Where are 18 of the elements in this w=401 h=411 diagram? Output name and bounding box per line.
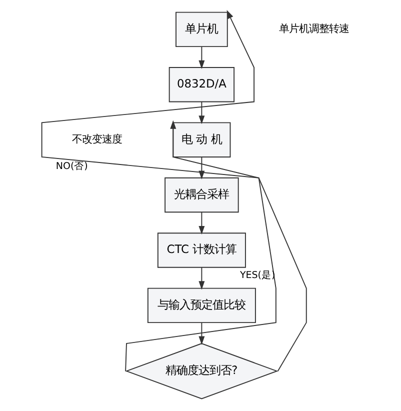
edge-label: YES(是) xyxy=(240,270,276,281)
node-box: 单片机 xyxy=(176,12,228,48)
arrow xyxy=(125,120,276,372)
node-box: 0832D/A xyxy=(168,67,235,102)
arrow xyxy=(198,46,205,69)
arrow xyxy=(198,101,205,124)
edge-label: NO(否) xyxy=(56,160,88,172)
arrow xyxy=(41,10,307,372)
node-box: CTC 计数计算 xyxy=(157,232,246,268)
node-box: 光耦合采样 xyxy=(164,177,239,213)
arrow xyxy=(198,212,205,235)
node-box: 与输入预定值比较 xyxy=(147,288,256,324)
node-diamond: 精确度达到否? xyxy=(125,342,278,400)
arrow xyxy=(198,322,205,345)
node-box: 电 动 机 xyxy=(172,122,231,158)
label: 单片机调整转速 xyxy=(278,23,349,36)
arrow xyxy=(198,266,205,290)
label: 不改变速度 xyxy=(72,134,122,146)
